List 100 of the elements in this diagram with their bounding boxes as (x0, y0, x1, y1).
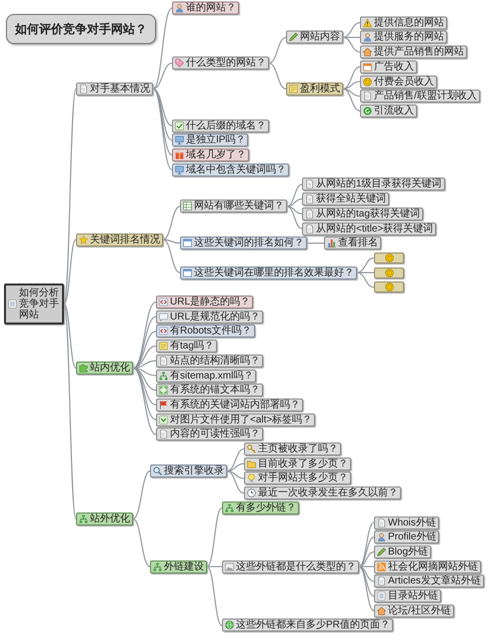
topic-label: 有sitemap.xml吗？ (170, 370, 254, 381)
topic-label: 这些关键词在哪里的排名效果最好？ (194, 267, 354, 278)
topic-label: URL是静态的吗？ (170, 296, 250, 308)
connector-line (226, 448, 244, 472)
topic-label: 什么后缀的域名？ (186, 120, 266, 132)
connector-line (343, 36, 360, 38)
connector-line (358, 522, 374, 568)
topic-label: 盈利模式 (300, 83, 340, 94)
topic-label: Profile外链 (388, 532, 436, 543)
connector-line (152, 88, 172, 156)
topic-label: 对手基本情况 (90, 83, 150, 94)
connector-line (342, 36, 360, 53)
topic-box (374, 545, 432, 558)
topic-label: 有系统的关键词站内部署吗？ (170, 399, 300, 410)
topic-box (76, 82, 153, 96)
topic-label: 从网站的tag获得关键词 (316, 208, 420, 220)
connector-line (152, 62, 172, 90)
connector-line (359, 566, 374, 568)
topic-label: 最近一次收录发生在多久以前？ (258, 488, 398, 499)
topic-label: 对图片文件使用了<alt>标签吗？ (170, 414, 312, 426)
connector-line (268, 62, 286, 90)
topic-box (76, 233, 163, 246)
topic-box (156, 354, 263, 368)
connector-line (207, 566, 222, 568)
topic-box (302, 222, 436, 235)
topic-box (156, 384, 263, 397)
topic-box (222, 501, 299, 514)
connector-line (152, 88, 172, 126)
connector-line (162, 238, 180, 244)
topic-label: 从网站的<title>获得关键词 (316, 223, 434, 234)
topic-box (172, 148, 249, 162)
connector-line (206, 566, 222, 626)
topic-label: 查看排名 (338, 238, 378, 249)
topic-label: 广告收入 (374, 61, 414, 72)
connector-line (226, 470, 244, 479)
topic-box (180, 200, 287, 213)
topic-box (172, 163, 289, 176)
topic-box (244, 486, 401, 500)
topic-box (244, 457, 351, 470)
topic-box (286, 82, 343, 96)
topic-box (172, 119, 269, 132)
connector-line (286, 206, 302, 230)
topic-label: 社会化网摘网站外链 (388, 561, 478, 572)
connector-line (268, 36, 286, 64)
topic-label: 站内优化 (90, 362, 130, 374)
topic-label: 什么类型的网站？ (186, 58, 266, 69)
connector-line (152, 8, 172, 90)
topic-label: 这些外链都来自多少PR值的页面？ (236, 620, 390, 631)
connector-line (132, 302, 156, 369)
connector-line (286, 198, 302, 207)
central-topic-box (4, 283, 64, 324)
connector-line (358, 566, 374, 582)
topic-box (156, 340, 217, 353)
connector-line (342, 80, 360, 90)
topic-box (374, 590, 441, 602)
connector-line (286, 206, 302, 214)
topic-box (360, 75, 437, 88)
topic-box (374, 516, 439, 529)
topic-label: 这些关键词的排名如何？ (194, 238, 304, 249)
topic-label: 域名几岁了？ (186, 150, 246, 160)
topic-box (156, 369, 256, 382)
connector-line (286, 184, 302, 207)
topic-label: Articles发文章站外链 (388, 576, 481, 587)
topic-box (156, 310, 264, 324)
topic-label: 关键词排名情况 (90, 234, 160, 246)
topic-box (374, 267, 404, 278)
connector-line (132, 316, 156, 369)
topic-box (360, 46, 467, 59)
connector-line (358, 566, 374, 597)
topic-box (244, 442, 341, 456)
topic-label: 站外优化 (90, 513, 130, 524)
connector-line (132, 368, 156, 435)
topic-label: 主页被收录了吗？ (258, 444, 338, 454)
topic-label: 有tag吗？ (170, 340, 214, 352)
topic-box (156, 398, 303, 412)
topic-box (374, 252, 404, 264)
topic-label: 如何分析竞争对手网站 (19, 287, 60, 320)
topic-label: 对手网站共多少页？ (258, 472, 348, 484)
connector-line (64, 239, 76, 304)
topic-box (360, 16, 447, 30)
topic-box (374, 560, 481, 574)
topic-label: URL是规范化的吗？ (170, 311, 260, 322)
topic-box (374, 530, 440, 544)
topic-box (244, 472, 351, 485)
topic-box (76, 512, 133, 526)
topic-label: 谁的网站？ (186, 2, 236, 14)
connector-line (307, 242, 324, 244)
connector-line (64, 303, 76, 369)
topic-label: 付费会员收入 (374, 76, 434, 87)
connector-line (342, 88, 360, 97)
connector-line (342, 22, 360, 38)
topic-box (374, 574, 484, 588)
connector-line (226, 470, 244, 494)
topic-label: 内容的可读性强吗？ (170, 428, 260, 440)
topic-box (180, 266, 357, 280)
connector-line (162, 206, 180, 240)
topic-box (222, 618, 393, 632)
topic-box (374, 604, 454, 618)
topic-box (156, 296, 254, 308)
topic-box (360, 104, 417, 118)
